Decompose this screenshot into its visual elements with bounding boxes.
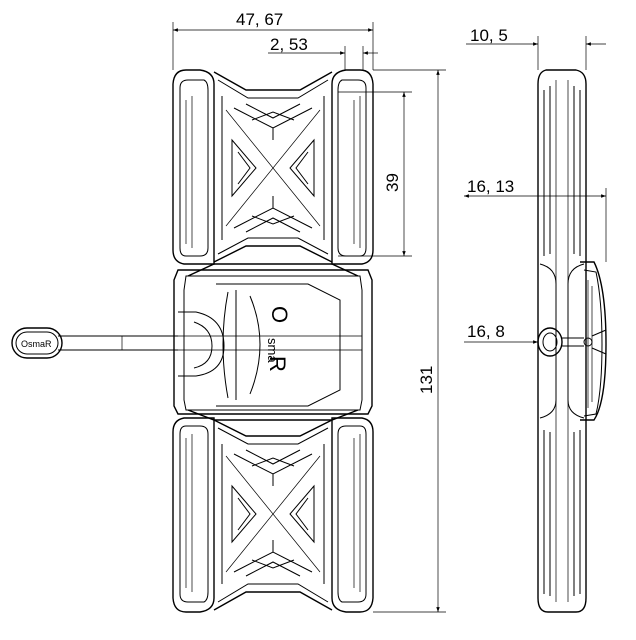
dim-overall-height: 131	[417, 366, 436, 394]
side-view	[537, 69, 607, 613]
handle-knob	[11, 327, 63, 359]
body-logo-r: R	[265, 356, 290, 372]
handle-badge-logo: OsmaR	[21, 339, 52, 349]
dim-overall-width: 47, 67	[236, 10, 283, 29]
center-body: O sma R	[173, 263, 373, 421]
dim-side-thickness: 10, 5	[470, 26, 508, 45]
dimension-lines: 47, 67 2, 53 39 131 10, 5 16, 13 16, 8	[172, 10, 607, 613]
dim-knob-height: 16, 8	[467, 322, 505, 341]
dim-window-height: 39	[383, 173, 402, 192]
body-logo-letters: sma	[265, 338, 280, 363]
front-view: O sma R OsmaR	[11, 69, 374, 613]
dim-side-mid-thickness: 16, 13	[467, 177, 514, 196]
top-panel	[172, 69, 374, 265]
side-knob	[537, 327, 563, 357]
bottom-panel	[172, 417, 374, 613]
dim-edge-offset: 2, 53	[270, 35, 308, 54]
body-logo-o: O	[267, 306, 292, 323]
handle: OsmaR	[11, 327, 178, 359]
